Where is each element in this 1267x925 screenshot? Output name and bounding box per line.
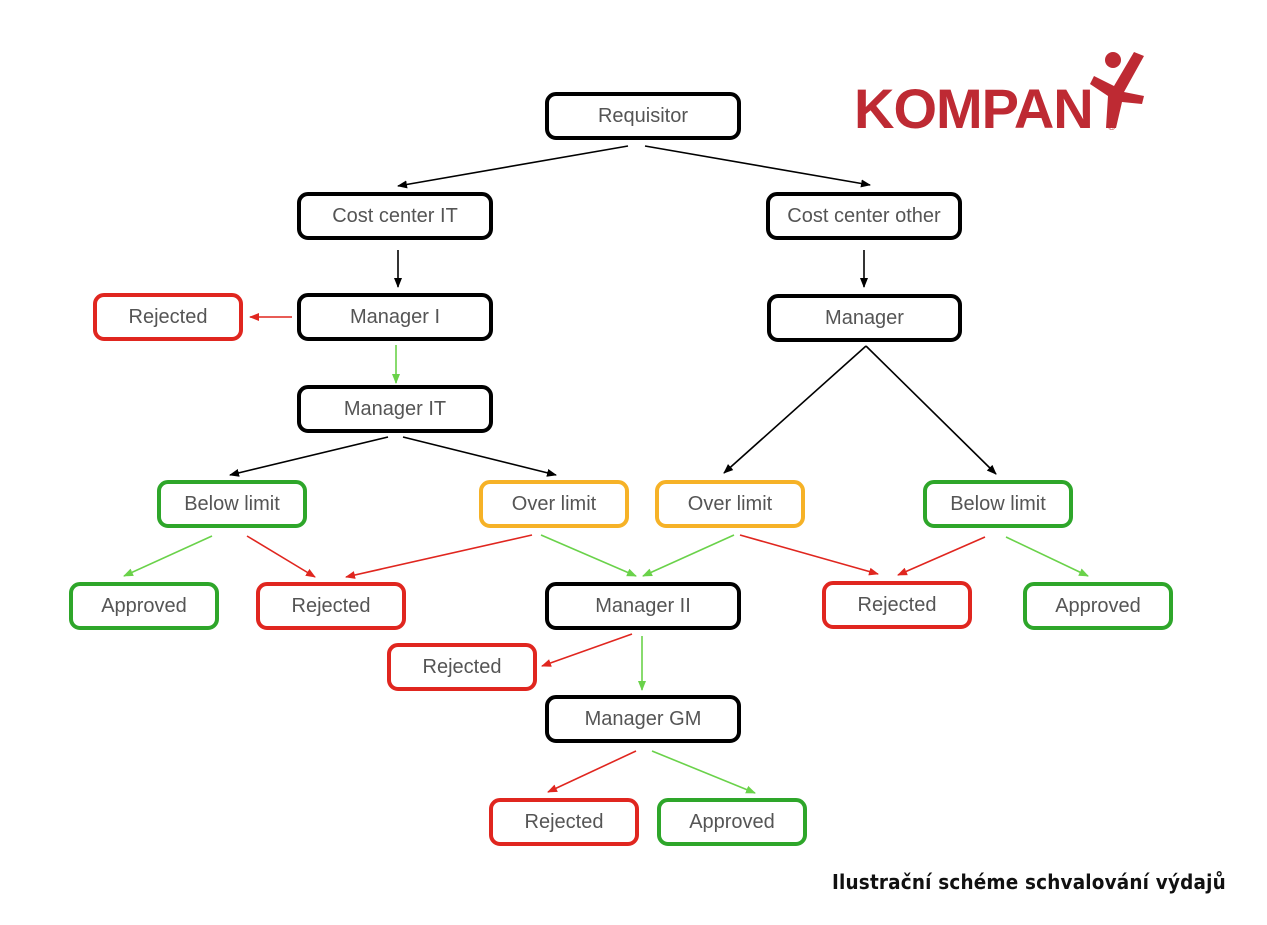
node-rejected: Rejected	[256, 582, 406, 630]
arrow-red	[739, 534, 879, 576]
arrow-green	[1005, 536, 1089, 577]
node-below-limit: Below limit	[157, 480, 307, 528]
arrow-green	[123, 535, 213, 577]
node-over-limit: Over limit	[655, 480, 805, 528]
arrow-black	[229, 436, 389, 477]
arrow-red	[541, 633, 633, 667]
node-below-limit: Below limit	[923, 480, 1073, 528]
node-approved: Approved	[1023, 582, 1173, 630]
arrow-red	[345, 534, 533, 579]
arrow-green	[642, 534, 735, 577]
node-manager-it: Manager IT	[297, 385, 493, 433]
node-rejected: Rejected	[489, 798, 639, 846]
node-approved: Approved	[69, 582, 219, 630]
arrow-black	[644, 145, 871, 188]
arrow-black	[397, 145, 629, 189]
arrow-red	[246, 535, 316, 578]
arrow-red	[547, 750, 637, 793]
caption: Ilustrační schéme schvalování výdajů	[832, 870, 1226, 894]
kompan-logo: KOMPAN ®	[852, 44, 1152, 141]
svg-text:KOMPAN: KOMPAN	[854, 77, 1093, 136]
arrow-green	[540, 534, 637, 577]
node-cost-center-other: Cost center other	[766, 192, 962, 240]
node-manager-gm: Manager GM	[545, 695, 741, 743]
svg-text:®: ®	[1108, 122, 1116, 133]
node-manager-i: Manager I	[297, 293, 493, 341]
arrow-black	[865, 345, 997, 475]
arrow-black	[723, 345, 867, 474]
arrow-red	[897, 536, 986, 576]
node-manager: Manager	[767, 294, 962, 342]
arrow-black	[402, 436, 557, 477]
node-rejected: Rejected	[93, 293, 243, 341]
node-manager-ii: Manager II	[545, 582, 741, 630]
node-approved: Approved	[657, 798, 807, 846]
arrow-green	[651, 750, 756, 794]
node-requisitor: Requisitor	[545, 92, 741, 140]
node-over-limit: Over limit	[479, 480, 629, 528]
node-cost-center-it: Cost center IT	[297, 192, 493, 240]
node-rejected: Rejected	[387, 643, 537, 691]
node-rejected: Rejected	[822, 581, 972, 629]
